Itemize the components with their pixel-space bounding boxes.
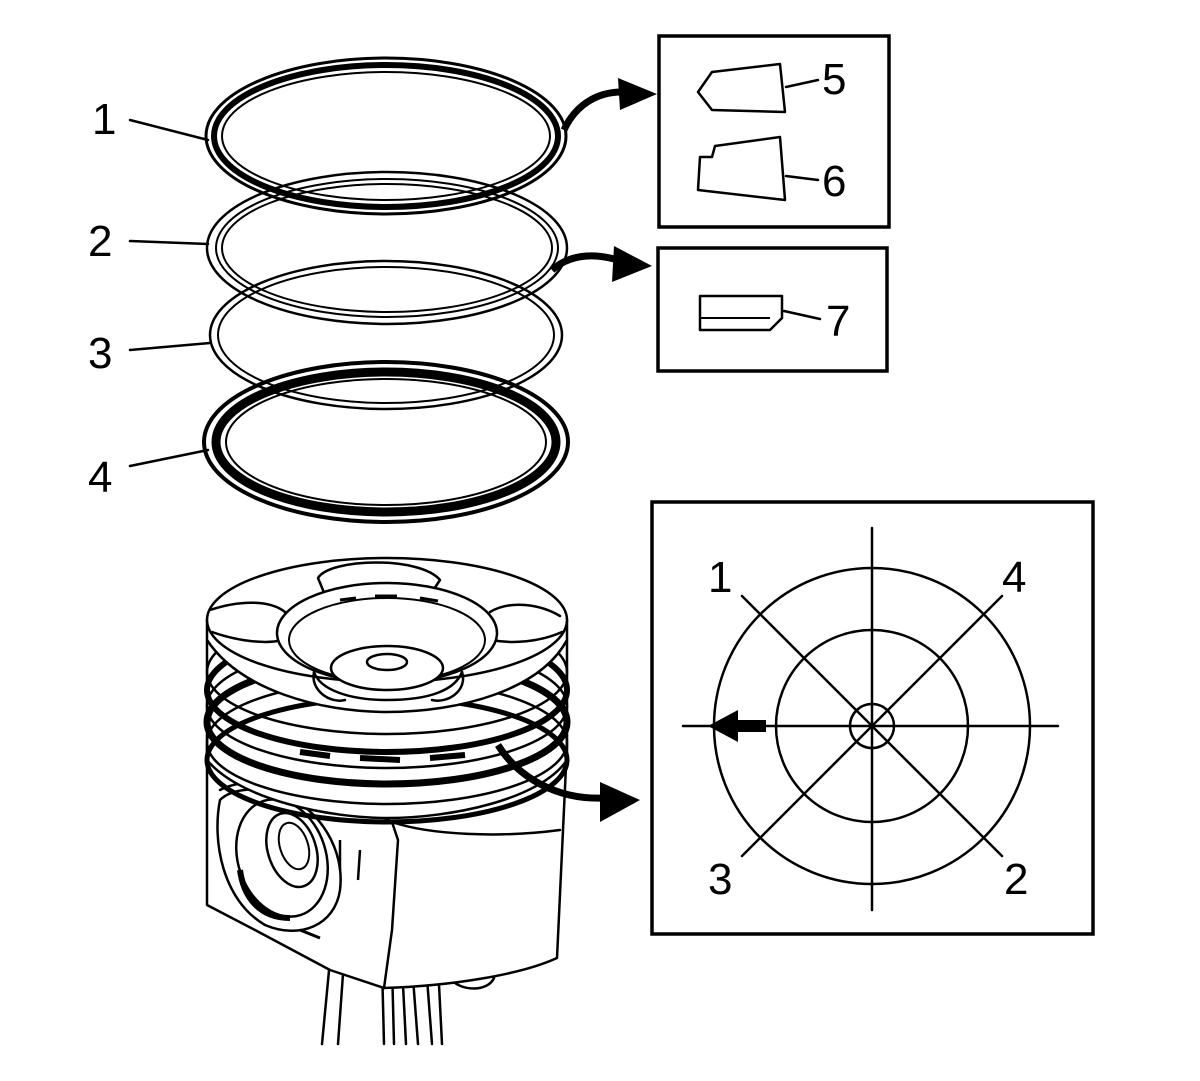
ring-leaders [128, 118, 212, 468]
curved-arrow-icon [560, 78, 657, 132]
curved-arrow-icon [549, 246, 652, 282]
pin-bore [216, 788, 342, 933]
ring-callout-2: 2 [88, 217, 112, 266]
curved-arrow-icon [495, 743, 640, 822]
piston [203, 556, 571, 1046]
ring-3 [208, 259, 564, 411]
gap-callout-2: 2 [1004, 855, 1028, 904]
ring-2 [205, 170, 569, 326]
profile-callout-6: 6 [822, 157, 846, 206]
gap-callout-3: 3 [708, 855, 732, 904]
gap-callout-4: 4 [1002, 553, 1026, 602]
profile-callout-5: 5 [822, 55, 846, 104]
ring-profile-6 [696, 135, 787, 202]
ring-callout-3: 3 [88, 329, 112, 378]
ring-callout-1: 1 [92, 95, 116, 144]
ring-callout-4: 4 [88, 453, 112, 502]
arrow-left-icon [708, 710, 766, 742]
ring-profile-5 [696, 62, 787, 114]
ring-4-oil-ring [202, 360, 570, 524]
gap-callout-1: 1 [708, 553, 732, 602]
ring-profile-7 [698, 294, 784, 332]
ring-1-top-compression [204, 56, 568, 216]
profile-callout-7: 7 [826, 297, 850, 346]
profile-box-rings-1-2 [657, 34, 891, 229]
ring-gap-diagram [650, 500, 1095, 936]
profile-box-ring-3 [656, 246, 889, 373]
